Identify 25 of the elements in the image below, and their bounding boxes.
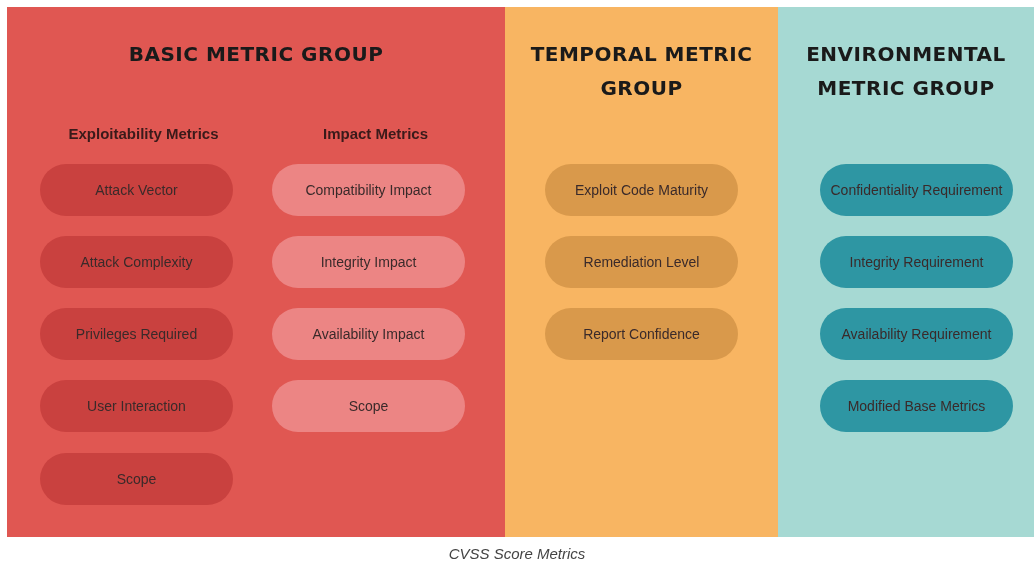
metric-pill: Integrity Impact <box>272 236 465 288</box>
metric-pill: Compatibility Impact <box>272 164 465 216</box>
caption: CVSS Score Metrics <box>447 545 587 562</box>
group-heading: BASIC METRIC GROUP <box>127 41 385 68</box>
metric-pill: Attack Vector <box>40 164 233 216</box>
group-panel <box>505 7 778 537</box>
group-heading: ENVIRONMENTAL METRIC GROUP <box>805 41 1007 102</box>
metric-pill: Scope <box>40 453 233 505</box>
group-panel <box>778 7 1034 537</box>
metric-pill: Privileges Required <box>40 308 233 360</box>
group-panel <box>7 7 505 537</box>
column-heading: Impact Metrics <box>321 125 429 142</box>
metric-pill: Remediation Level <box>545 236 738 288</box>
metric-pill: Report Confidence <box>545 308 738 360</box>
metric-pill: Exploit Code Maturity <box>545 164 738 216</box>
metric-pill: Scope <box>272 380 465 432</box>
group-heading: TEMPORAL METRIC GROUP <box>529 41 754 102</box>
metric-pill: Availability Impact <box>272 308 465 360</box>
metric-pill: Attack Complexity <box>40 236 233 288</box>
metric-pill: User Interaction <box>40 380 233 432</box>
metric-pill: Modified Base Metrics <box>820 380 1013 432</box>
metric-pill: Confidentiality Requirement <box>820 164 1013 216</box>
metric-pill: Availability Requirement <box>820 308 1013 360</box>
metric-pill: Integrity Requirement <box>820 236 1013 288</box>
column-heading: Exploitability Metrics <box>67 125 220 142</box>
